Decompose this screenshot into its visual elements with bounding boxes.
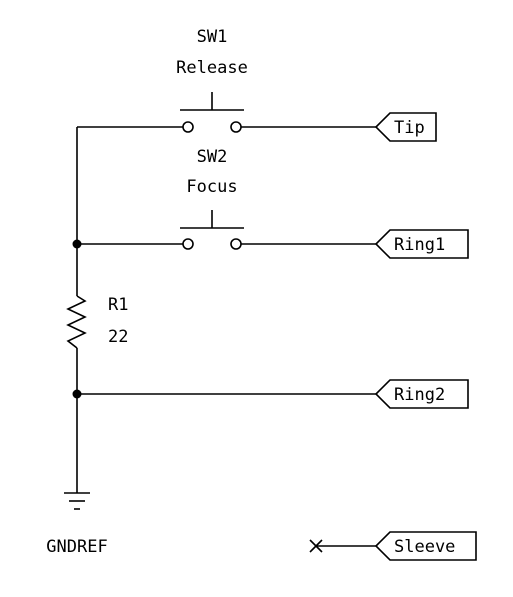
port-ring2-label: Ring2 bbox=[394, 385, 445, 405]
r1-ref: R1 bbox=[108, 295, 128, 315]
port-tip-label: Tip bbox=[394, 118, 425, 138]
r1-value: 22 bbox=[108, 327, 128, 347]
port-ring1 bbox=[374, 229, 469, 259]
sw1-value: Release bbox=[176, 58, 248, 78]
sw2-value: Focus bbox=[186, 177, 237, 197]
sw2-ref: SW2 bbox=[197, 147, 228, 167]
junction-top bbox=[72, 239, 82, 249]
port-ring2 bbox=[374, 379, 469, 409]
gnd-label: GNDREF bbox=[46, 537, 107, 557]
sw1-ref: SW1 bbox=[197, 27, 228, 47]
switch-sw2 bbox=[180, 210, 244, 250]
port-tip bbox=[374, 112, 437, 142]
switch-sw1 bbox=[180, 92, 244, 133]
resistor-r1 bbox=[66, 295, 87, 349]
ground-symbol bbox=[64, 492, 90, 510]
port-sleeve bbox=[374, 531, 477, 561]
port-sleeve-label: Sleeve bbox=[394, 537, 455, 557]
port-ring1-label: Ring1 bbox=[394, 235, 445, 255]
